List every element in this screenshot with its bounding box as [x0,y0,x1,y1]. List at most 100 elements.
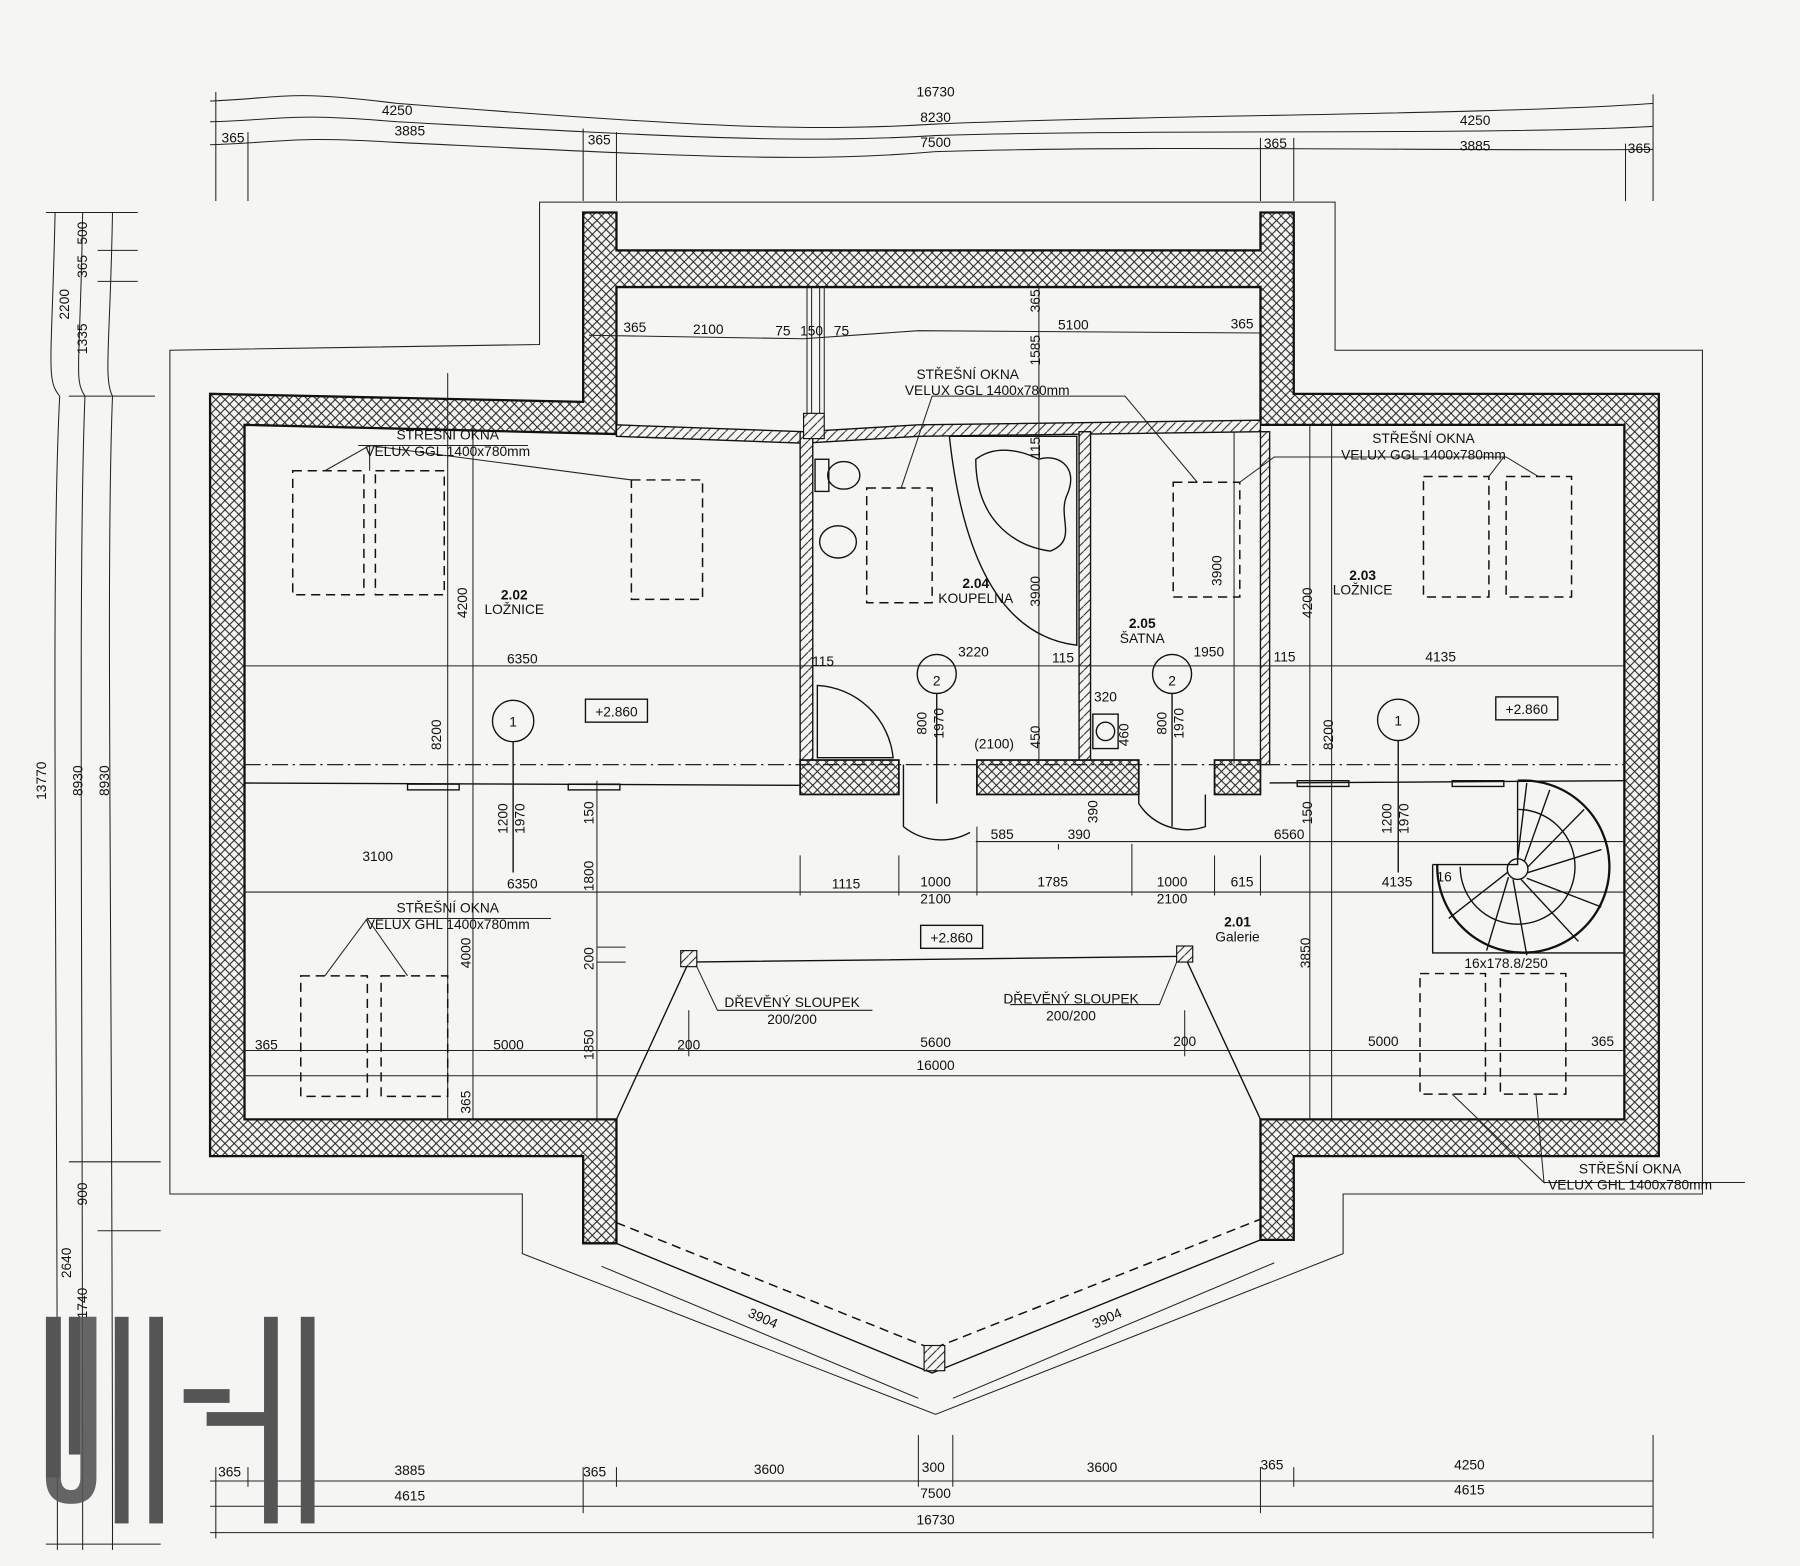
bottom-dimension-label: 4615 [1454,1483,1485,1498]
top-dimension-label: 8230 [920,110,951,125]
interior-dimension-label: 115 [1052,650,1074,665]
interior-dimension-label: 1785 [1037,874,1068,889]
top-dimension-label: 7500 [920,135,951,150]
top-dimension-label: 16730 [916,85,955,100]
interior-dimension-label: 3904 [1090,1305,1124,1331]
roof-window-title: STŘEŠNÍ OKNA [916,366,1019,382]
roof-windows [291,395,1745,1184]
interior-dimension-label: 16000 [916,1058,955,1073]
interior-dimension-label: 460 [1116,723,1131,746]
interior-dimension-label: 615 [1231,874,1254,889]
interior-dimension-label: 4200 [1300,587,1315,618]
room-number: 2.03 [1349,568,1376,583]
interior-dimension-label: 8200 [429,719,444,750]
doors [406,764,1505,841]
section-marker-label: 1 [1394,714,1402,729]
roof-window-spec: VELUX GGL 1400x780mm [365,444,530,459]
interior-dimension-lines [244,287,1625,1120]
roof-window-title: STŘEŠNÍ OKNA [396,427,499,443]
interior-dimension-label: 3900 [1028,576,1043,607]
left-dimension-label: 8930 [97,765,112,796]
roof-window-spec: VELUX GGL 1400x780mm [905,383,1070,398]
interior-dimension-label: (2100) [974,737,1014,752]
left-dimension-label: 2640 [59,1247,74,1278]
interior-dimension-label: 5000 [493,1037,524,1052]
top-dimension-label: 4250 [1460,113,1491,128]
bottom-dimension-label: 365 [218,1464,241,1479]
interior-dimension-label: 3900 [1209,555,1224,586]
interior-dimension-label: 1200 [495,803,510,834]
level-label: +2.860 [595,704,638,719]
top-dimension-label: 4250 [382,103,413,118]
interior-dimension-label: 585 [991,827,1014,842]
interior-dimension-label: 2100 [920,892,951,907]
interior-dimension-label: 2100 [1157,892,1188,907]
interior-dimension-label: 1585 [1028,335,1043,366]
top-dimension-label: 3885 [1460,138,1491,153]
post-size: 200/200 [767,1012,817,1027]
interior-dimension-label: 75 [775,323,791,338]
interior-dimension-label: 1970 [932,708,947,739]
spiral-stair [1431,779,1625,956]
interior-dimension-label: 115 [1028,436,1043,458]
plan-labels: 16730 4250 8230 4250 365 3885 365 7500 365 3885 36… [34,85,1712,1528]
bottom-dimension-label: 4250 [1454,1457,1485,1472]
interior-dimension-label: 1115 [832,877,861,892]
bottom-dimension-label: 365 [583,1464,606,1479]
interior-dimension-label: 365 [255,1037,278,1052]
bottom-dimension-lines [210,1435,1654,1539]
interior-dimension-label: 150 [800,323,823,338]
interior-dimension-label: 5100 [1058,318,1089,333]
roof-window-title: STŘEŠNÍ OKNA [1372,430,1475,446]
bottom-dimension-label: 300 [922,1460,945,1475]
interior-dimension-label: 1200 [1379,803,1394,834]
room-number: 2.01 [1224,914,1251,929]
top-dimension-label: 365 [222,130,245,145]
left-dimension-label: 2200 [57,289,72,320]
interior-dimension-label: 320 [1094,689,1117,704]
interior-dimension-label: 390 [1085,800,1100,823]
interior-dimension-label: 3220 [958,645,989,660]
axis-line [244,780,1625,786]
interior-dimension-label: 4135 [1425,649,1456,664]
room-name: ŠATNA [1120,630,1166,646]
left-dimension-label: 900 [75,1182,90,1205]
interior-dimension-label: 200 [1173,1034,1196,1049]
left-dimension-label: 13770 [34,761,49,800]
interior-dimension-label: 2100 [693,322,724,337]
interior-dimension-label: 200 [677,1037,700,1052]
roof-outline [169,201,1703,1415]
balcony [601,945,1275,1399]
left-dimension-label: 8930 [71,765,86,796]
interior-dimension-label: 365 [459,1090,474,1113]
post-size: 200/200 [1046,1009,1096,1024]
interior-dimension-label: 1800 [581,860,596,891]
interior-dimension-label: 1000 [920,874,951,889]
interior-dimension-label: 200 [581,947,596,970]
interior-dimension-label: 450 [1028,725,1043,748]
interior-dimension-label: 115 [1274,649,1296,664]
left-dimension-label: 500 [75,221,90,244]
interior-dimension-label: 3100 [362,849,393,864]
post [1176,945,1194,963]
roof-window-spec: VELUX GGL 1400x780mm [1341,447,1506,462]
interior-dimension-label: 4000 [459,937,474,968]
bottom-dimension-label: 7500 [920,1486,951,1501]
top-dimension-label: 3885 [395,124,426,139]
interior-dimension-label: 3904 [746,1305,780,1331]
interior-dimension-label: 150 [581,801,596,824]
logo [45,1316,315,1524]
interior-dimension-label: 8200 [1321,719,1336,750]
post-title: DŘEVĚNÝ SLOUPEK [1003,990,1139,1006]
interior-dimension-label: 1850 [581,1029,596,1060]
interior-dimension-label: 6560 [1274,827,1305,842]
level-label: +2.860 [930,931,973,946]
interior-dimension-label: 390 [1068,827,1091,842]
top-dimension-label: 365 [588,133,611,148]
interior-dimension-label: 5600 [920,1035,951,1050]
interior-dimension-label: 1000 [1157,874,1188,889]
interior-dimension-label: 1950 [1193,645,1224,660]
left-dimension-lines [45,211,161,1550]
room-name: LOŽNICE [484,601,544,617]
